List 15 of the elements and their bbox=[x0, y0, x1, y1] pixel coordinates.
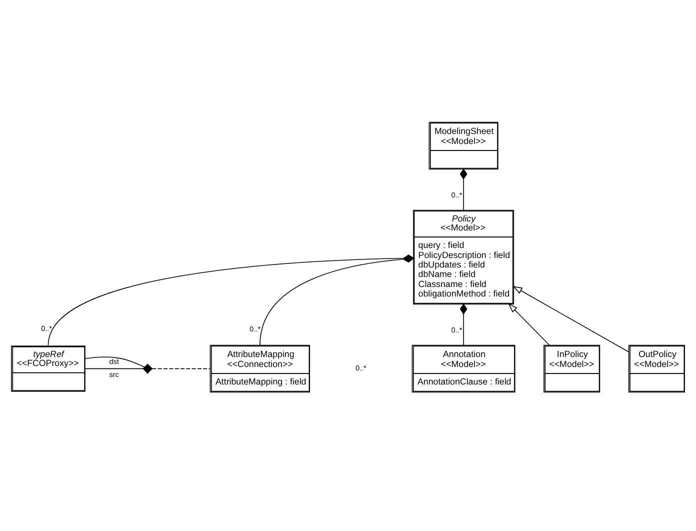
arrow bbox=[508, 303, 550, 346]
connector bbox=[84, 368, 144, 370]
edge-label: 0..* bbox=[250, 324, 261, 334]
label: 0..* bbox=[355, 363, 366, 372]
edge-label: src bbox=[109, 370, 119, 379]
edge-label: 0..* bbox=[41, 324, 52, 333]
node-diamond bbox=[142, 364, 153, 374]
edge-label: dst bbox=[109, 356, 119, 366]
connector bbox=[84, 356, 145, 368]
edge-label: 0..* bbox=[451, 325, 462, 334]
edge-label: 0..* bbox=[451, 190, 462, 200]
connector bbox=[460, 168, 468, 211]
connector bbox=[460, 303, 468, 346]
connector bbox=[152, 368, 210, 370]
arrow bbox=[512, 286, 629, 352]
